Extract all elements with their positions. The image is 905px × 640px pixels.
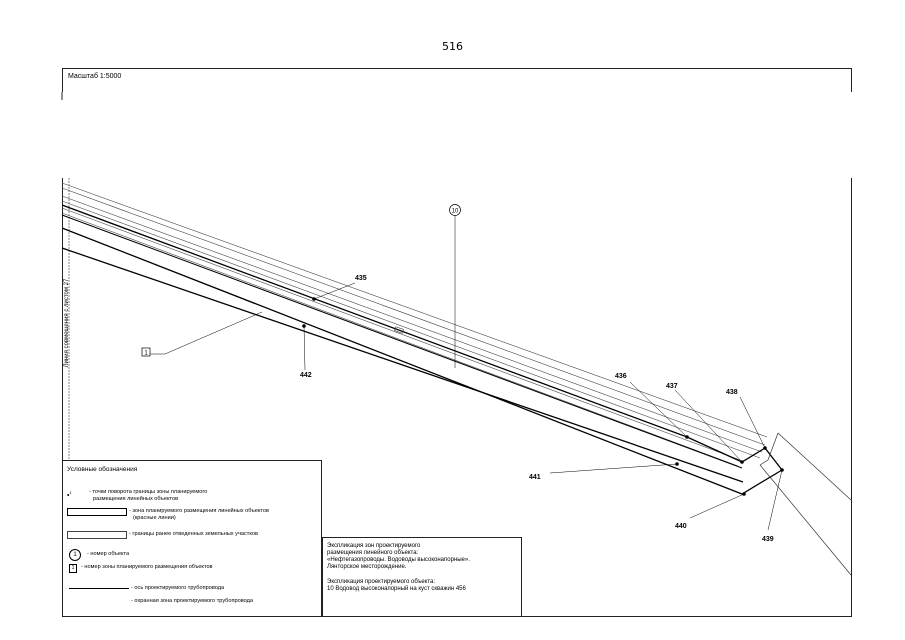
zone-sample bbox=[67, 508, 127, 516]
object-num-sample: 1 bbox=[69, 549, 81, 561]
label-436: 436 bbox=[615, 373, 627, 380]
explication-box: Экспликация зон проектируемого размещени… bbox=[322, 537, 522, 617]
zone-num-sample: 1 bbox=[69, 564, 77, 573]
page-number: 516 bbox=[442, 40, 463, 53]
land-boundaries bbox=[61, 182, 768, 467]
pipeline-axis bbox=[61, 214, 743, 469]
legend: Условные обозначения •1 - точки поворота… bbox=[62, 460, 322, 617]
label-442: 442 bbox=[300, 372, 312, 379]
object-number-text: 10 bbox=[452, 209, 459, 215]
legend-title: Условные обозначения bbox=[67, 466, 138, 473]
zone-number-text: 1 bbox=[144, 351, 148, 357]
boundary-sample bbox=[67, 531, 127, 539]
leader-lines bbox=[150, 215, 783, 531]
legend-zone-num-text: - номер зоны планируемого размещения объ… bbox=[81, 564, 213, 570]
object-number-marker bbox=[449, 204, 461, 216]
scale-label: Масштаб 1:5000 bbox=[68, 73, 122, 80]
zone-number-marker bbox=[141, 347, 151, 357]
small-structure bbox=[394, 326, 404, 334]
label-440: 440 bbox=[675, 523, 687, 530]
label-438: 438 bbox=[726, 389, 738, 396]
label-435: 435 bbox=[355, 275, 367, 282]
legend-object-text: - номер объекта bbox=[87, 551, 130, 557]
explication-line-6: 10 Водовод высоконапорный на куст скважи… bbox=[327, 586, 466, 592]
axis-sample bbox=[69, 588, 129, 589]
legend-zone-text-2: (красные линии) bbox=[133, 515, 176, 521]
legend-protect-text: - охранная зона проектируемого трубопров… bbox=[131, 598, 254, 604]
label-439: 439 bbox=[762, 536, 774, 543]
explication-line-5: Экспликация проектируемого объекта: bbox=[327, 579, 436, 585]
explication-line-2: размещения линейного объекта: bbox=[327, 550, 419, 556]
legend-axis-text: - ось проектируемого трубопровода bbox=[131, 585, 225, 591]
legend-boundaries-text: - границы ранее отведенных земельных уча… bbox=[129, 531, 258, 537]
point-marker-sample: •1 bbox=[67, 490, 72, 500]
masked-area bbox=[58, 92, 850, 178]
explication-line-3: «Нефтегазопроводы. Водоводы высоконапорн… bbox=[327, 557, 470, 563]
explication-line-4: Лянторское месторождение. bbox=[327, 564, 407, 570]
legend-points-text-1: - точки поворота границы зоны планируемо… bbox=[89, 489, 208, 495]
legend-zone-text-1: - зона планируемого размещения линейных … bbox=[129, 508, 269, 514]
turn-points bbox=[302, 297, 784, 496]
right-land-strip bbox=[759, 432, 852, 576]
legend-points-text-2: размещения линейных объектов bbox=[93, 496, 179, 502]
label-437: 437 bbox=[666, 383, 678, 390]
label-441: 441 bbox=[529, 474, 541, 481]
explication-line-1: Экспликация зон проектируемого bbox=[327, 543, 421, 549]
